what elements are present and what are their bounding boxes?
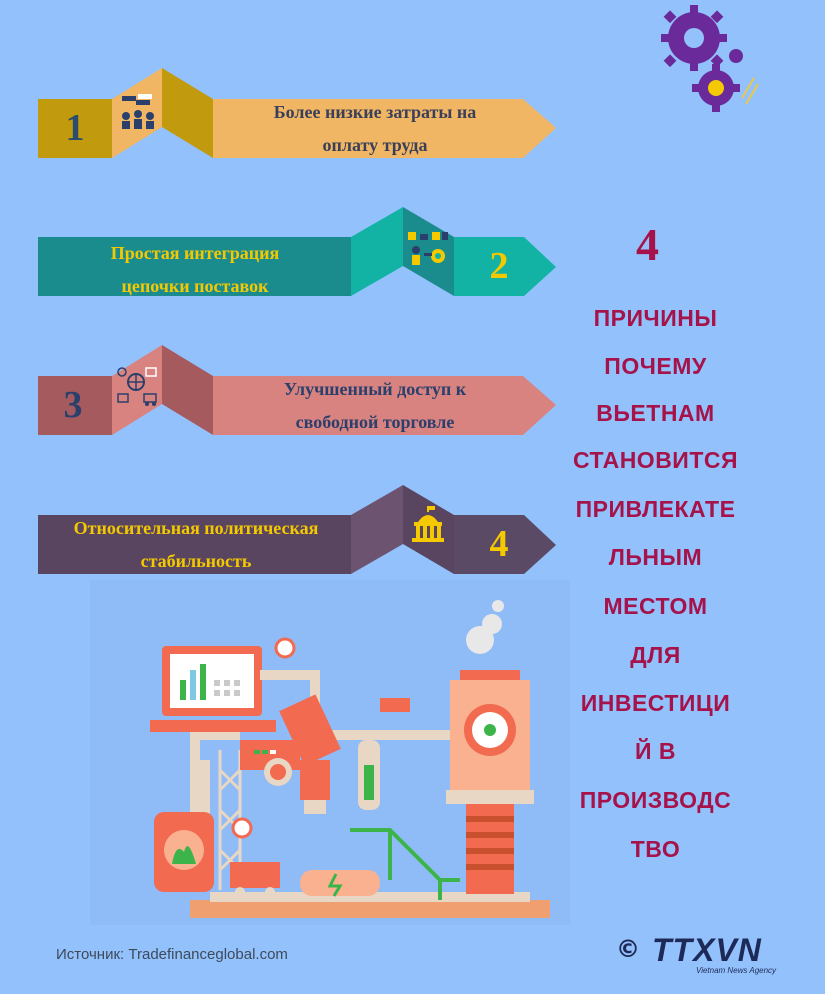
title-line: Й В — [634, 738, 677, 764]
reason-4-number: 4 — [489, 523, 509, 565]
title-line: ЛЬНЫМ — [608, 544, 703, 570]
reason-3-line1: Улучшенный доступ к — [283, 379, 467, 399]
reason-4-line1: Относительная политическая — [73, 518, 319, 538]
title-line: ПРИВЛЕКАТЕ — [575, 496, 736, 522]
reason-1-line2: оплату труда — [322, 135, 428, 155]
reason-2-text: Простая интеграция цепочки поставок — [40, 237, 350, 303]
global-trade-icon — [117, 367, 157, 406]
title-line: ПОЧЕМУ — [604, 353, 707, 379]
reason-1-line1: Более низкие затраты на — [273, 102, 477, 122]
reason-3-text: Улучшенный доступ к свободной торговле — [220, 373, 530, 439]
reason-3-line2: свободной торговле — [295, 412, 455, 432]
ttxvn-logo: TTXVN — [652, 932, 762, 968]
gears-decoration — [661, 5, 759, 112]
ttxvn-logo-subtitle: Vietnam News Agency — [696, 966, 777, 975]
title-line: СТАНОВИТСЯ — [572, 447, 739, 473]
reason-1-text: Более низкие затраты на оплату труда — [220, 96, 530, 162]
supply-chain-icon — [408, 232, 448, 265]
reason-4-line2: стабильность — [140, 551, 252, 571]
title-line: ПРИЧИНЫ — [593, 305, 718, 331]
reason-4-text: Относительная политическая стабильность — [36, 512, 356, 578]
reason-2-line1: Простая интеграция — [110, 243, 280, 263]
title-line: ТВО — [630, 836, 681, 862]
title-line: ПРОИЗВОДС — [579, 787, 732, 813]
robot-arm-icon — [240, 694, 341, 814]
title-line: ИНВЕСТИЦИ — [580, 690, 731, 716]
reason-1-number: 1 — [65, 107, 85, 149]
reason-2-number: 2 — [489, 245, 509, 287]
boiler-flame-icon — [154, 812, 214, 892]
title-line: ВЬЕТНАМ — [596, 400, 715, 426]
title-line: ДЛЯ — [630, 642, 681, 668]
reason-2-line2: цепочки поставок — [121, 276, 269, 296]
source-text: Источник: Tradefinanceglobal.com — [56, 946, 288, 963]
copyright-symbol: © — [616, 935, 640, 963]
reason-3-number: 3 — [63, 384, 83, 426]
factory-illustration — [90, 580, 570, 925]
handshake-people-icon — [122, 94, 154, 129]
title-number: 4 — [636, 219, 659, 270]
large-gear-icon — [661, 5, 727, 71]
computer-monitor-icon — [150, 646, 276, 740]
small-gear-icon — [692, 64, 740, 112]
government-building-icon — [412, 506, 444, 542]
stairs-icon — [350, 828, 460, 900]
title-line: МЕСТОМ — [603, 593, 708, 619]
furnace-tower-icon — [446, 600, 534, 894]
